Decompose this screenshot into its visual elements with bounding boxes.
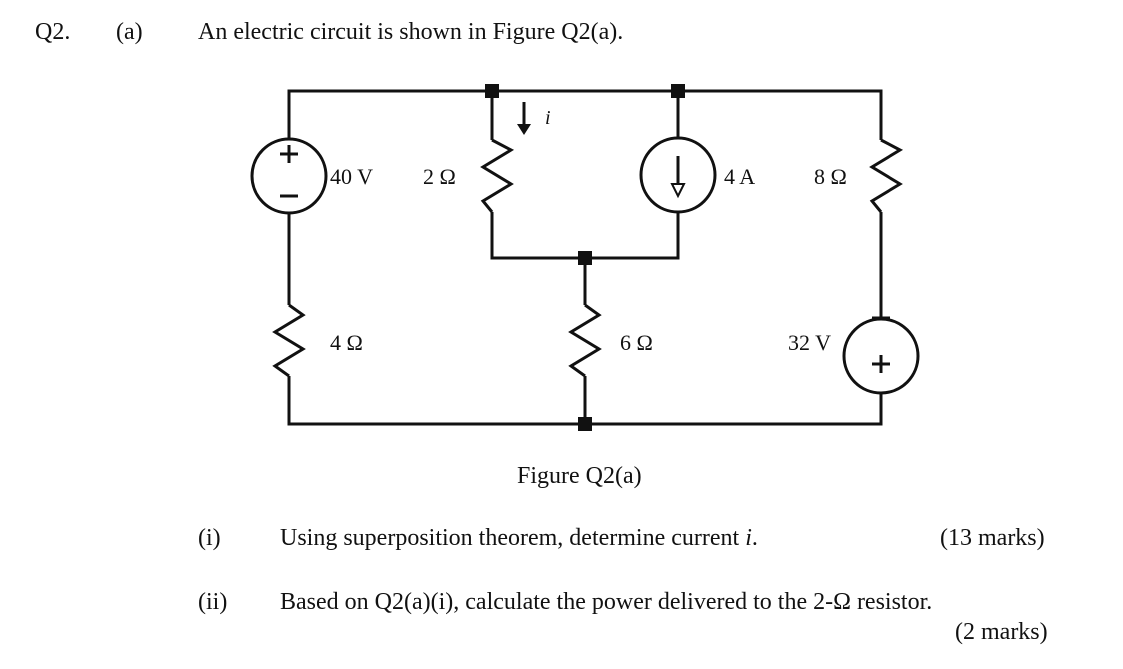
subpart-i-variable: i xyxy=(745,525,752,551)
resistor-8ohm xyxy=(869,138,904,213)
subpart-ii-label: (ii) xyxy=(198,589,228,615)
label-4ohm: 4 Ω xyxy=(330,330,363,355)
resistor-2ohm xyxy=(480,138,515,213)
subpart-i-text: Using superposition theorem, determine c… xyxy=(280,526,758,550)
node-bottom xyxy=(578,417,592,431)
figure-caption: Figure Q2(a) xyxy=(517,463,642,489)
plus-icon xyxy=(280,145,298,163)
wire-top xyxy=(287,89,883,140)
label-2ohm: 2 Ω xyxy=(423,164,456,189)
label-32v: 32 V xyxy=(788,330,831,355)
resistor-6ohm xyxy=(568,303,602,378)
subpart-ii-marks: (2 marks) xyxy=(955,619,1048,645)
circuit-diagram: 40 V 2 Ω i 4 A 8 Ω 4 Ω 6 Ω 32 V xyxy=(250,84,920,431)
voltage-source-32v xyxy=(842,316,920,395)
voltage-source-40v xyxy=(250,137,328,215)
subpart-i-label: (i) xyxy=(198,525,221,551)
subpart-ii-text: Based on Q2(a)(i), calculate the power d… xyxy=(280,589,933,615)
label-current-i: i xyxy=(545,107,551,129)
resistor-4ohm xyxy=(272,303,306,378)
label-40v: 40 V xyxy=(330,164,373,189)
label-6ohm: 6 Ω xyxy=(620,330,653,355)
node-top-right xyxy=(671,84,685,98)
current-source-4a xyxy=(639,136,717,214)
plus-icon xyxy=(872,355,890,373)
node-middle xyxy=(578,251,592,265)
label-4a: 4 A xyxy=(724,164,755,189)
node-top-left xyxy=(485,84,499,98)
subpart-i-marks: (13 marks) xyxy=(940,525,1045,551)
label-8ohm: 8 Ω xyxy=(814,164,847,189)
question-number: Q2. xyxy=(35,19,71,45)
subpart-i-text-after: . xyxy=(751,525,758,551)
arrow-down-icon xyxy=(670,183,686,199)
subpart-i-text-before: Using superposition theorem, determine c… xyxy=(280,525,746,551)
question-intro: An electric circuit is shown in Figure Q… xyxy=(198,19,624,45)
question-part: (a) xyxy=(116,19,143,45)
